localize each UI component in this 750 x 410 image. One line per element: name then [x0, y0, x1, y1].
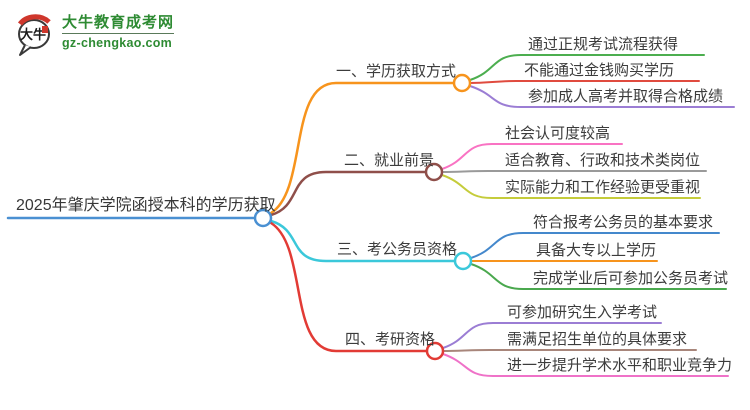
site-logo: 大牛 大牛教育成考网 gz-chengkao.com: [12, 10, 175, 60]
leaf-line-3-1: [470, 232, 720, 259]
branch-label-1: 一、学历获取方式: [336, 63, 457, 80]
branch-label-4: 四、考研资格: [345, 331, 436, 348]
leaf-label-4-1: 可参加研究生入学考试: [507, 304, 658, 321]
branch-node-circle-4[interactable]: [425, 341, 445, 361]
leaf-line-1-1: [469, 54, 705, 81]
leaf-line-1-3: [469, 85, 735, 108]
leaf-line-1-2: [469, 80, 700, 84]
logo-title: 大牛教育成考网: [62, 14, 175, 31]
leaf-label-3-2: 具备大专以上学历: [536, 242, 657, 259]
leaf-line-3-3: [470, 263, 727, 290]
root-node-label: 2025年肇庆学院函授本科的学历获取: [16, 197, 276, 214]
leaf-line-4-3: [442, 353, 729, 377]
leaf-label-1-2: 不能通过金钱购买学历: [524, 62, 675, 79]
logo-red-seal: [42, 26, 48, 33]
leaf-line-2-2: [441, 170, 707, 173]
branch-node-circle-2[interactable]: [424, 162, 444, 182]
leaf-label-4-3: 进一步提升学术水平和职业竞争力: [507, 357, 733, 374]
leaf-label-1-1: 通过正规考试流程获得: [528, 36, 679, 53]
daniu-speech-bubble-icon: 大牛: [17, 14, 51, 56]
branch-line-1: [269, 81, 456, 215]
leaf-line-4-1: [442, 322, 662, 349]
logo-icon-text: 大牛: [20, 27, 46, 42]
leaf-line-2-1: [441, 143, 623, 170]
branch-node-circle-1[interactable]: [452, 73, 472, 93]
branch-line-2: [269, 170, 428, 217]
branch-node-circle-3[interactable]: [453, 251, 473, 271]
logo-url: gz-chengkao.com: [62, 36, 173, 50]
leaf-line-2-3: [441, 174, 701, 199]
branch-line-3: [269, 219, 457, 263]
logo-divider: [62, 33, 175, 34]
leaf-line-4-2: [442, 349, 697, 352]
leaf-label-2-2: 适合教育、行政和技术类岗位: [505, 152, 701, 169]
leaf-label-2-3: 实际能力和工作经验更受重视: [505, 179, 701, 196]
leaf-label-4-2: 需满足招生单位的具体要求: [507, 331, 688, 348]
root-node-circle[interactable]: [253, 208, 273, 228]
leaf-label-3-3: 完成学业后可参加公务员考试: [533, 270, 729, 287]
leaf-label-3-1: 符合报考公务员的基本要求: [533, 214, 714, 231]
branch-line-4: [269, 221, 429, 353]
branch-label-3: 三、考公务员资格: [337, 241, 458, 258]
leaf-label-1-3: 参加成人高考并取得合格成绩: [528, 88, 724, 105]
leaf-label-2-1: 社会认可度较高: [505, 125, 611, 142]
branch-label-2: 二、就业前景: [344, 152, 435, 169]
